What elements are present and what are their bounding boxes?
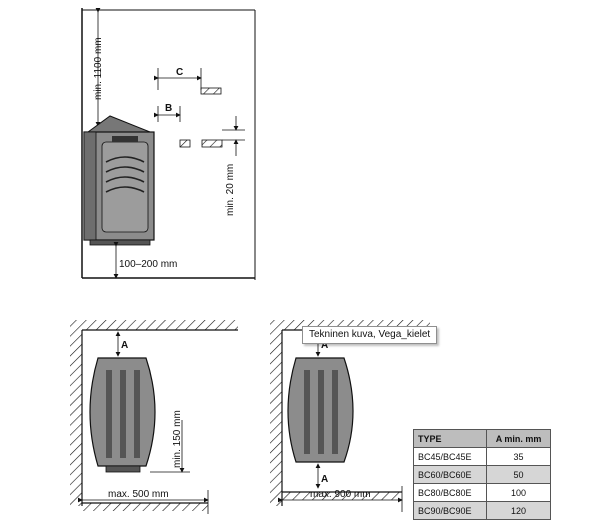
c-label: C [176, 67, 183, 78]
heater-fin-2 [120, 370, 126, 458]
clearance-table: TYPE A min. mm BC45/BC45E 35 BC60/BC60E … [412, 429, 551, 520]
height-dim-label: min. 1100 mm [93, 37, 104, 100]
heater-fin-2 [318, 370, 324, 454]
floor-dim-label: 100–200 mm [119, 259, 177, 270]
table-cell-type: BC80/BC80E [412, 483, 488, 502]
heater-top-cap [86, 115, 151, 133]
left-view: A min. 150 mm max. 500 mm [70, 320, 238, 514]
table-row: BC80/BC80E 100 [412, 483, 551, 502]
ceiling-hatch [270, 320, 430, 330]
tooltip: Tekninen kuva, Vega_kielet [302, 326, 438, 344]
heater-vent-4 [105, 186, 145, 193]
heater-fin-3 [332, 370, 338, 454]
width-dim-label: max. 900 mm [310, 489, 371, 500]
gap-dim-label: min. 20 mm [225, 164, 236, 216]
heater-logo-plate [112, 136, 138, 142]
width-dim-label: max. 500 mm [108, 489, 169, 500]
heater-fin-1 [106, 370, 112, 458]
table-cell-a: 120 [486, 501, 551, 520]
a-label: A [121, 340, 128, 351]
table-header-row: TYPE A min. mm [412, 429, 551, 448]
lower-bar-right [201, 139, 223, 148]
table-cell-type: BC90/BC90E [412, 501, 488, 520]
heater-fin-1 [304, 370, 310, 454]
table-row: BC90/BC90E 120 [412, 501, 551, 520]
table-row: BC45/BC45E 35 [412, 447, 551, 466]
b-label: B [165, 103, 172, 114]
table-header-type: TYPE [412, 429, 488, 448]
ceiling-hatch [70, 320, 238, 330]
heater-vent-1 [105, 156, 145, 163]
heater-fin-3 [134, 370, 140, 458]
lower-bar-left [179, 139, 191, 148]
table-cell-type: BC45/BC45E [412, 447, 488, 466]
table-cell-a: 35 [486, 447, 551, 466]
table-cell-a: 50 [486, 465, 551, 484]
table-cell-a: 100 [486, 483, 551, 502]
heater-side-panel [83, 131, 97, 241]
floor-hatch [282, 492, 402, 500]
table-row: BC60/BC60E 50 [412, 465, 551, 484]
side-dim-label: min. 150 mm [172, 410, 183, 468]
table-header-a: A min. mm [486, 429, 551, 448]
floor-hatch [82, 503, 208, 511]
heater-vent-3 [105, 176, 145, 183]
wall-hatch [70, 330, 82, 506]
upper-bar [200, 87, 222, 95]
a-top-label: A [321, 340, 328, 351]
heater-vent-2 [105, 166, 145, 173]
heater-feet [105, 465, 141, 473]
heater-base [89, 239, 151, 246]
a-bottom-label: A [321, 474, 328, 485]
table-cell-type: BC60/BC60E [412, 465, 488, 484]
right-view: A A max. 900 mm [270, 320, 430, 512]
top-view: min. 1100 mm C B min. 20 mm 100–20 [81, 8, 256, 280]
wall-hatch [270, 330, 282, 506]
